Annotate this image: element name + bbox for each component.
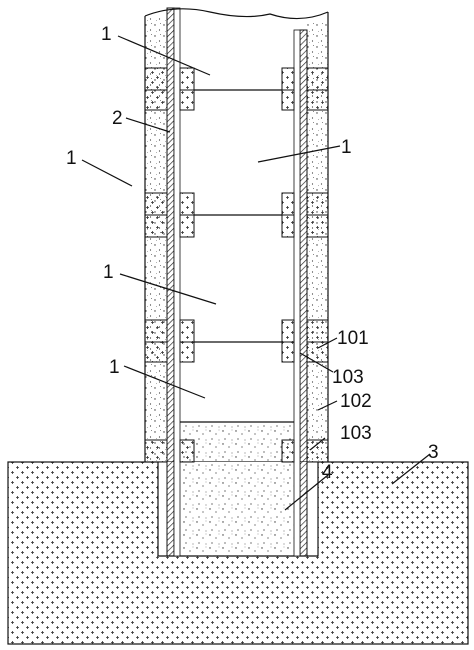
label-101: 101 bbox=[337, 328, 369, 349]
label-1-low: 1 bbox=[109, 357, 120, 378]
label-102: 102 bbox=[340, 391, 372, 412]
left-inner-wall bbox=[173, 7, 181, 557]
break-line bbox=[144, 8, 329, 20]
segment-lines bbox=[194, 89, 282, 343]
label-103-lower: 103 bbox=[340, 423, 372, 444]
left-joints bbox=[144, 67, 195, 463]
label-103-upper: 103 bbox=[332, 367, 364, 388]
fill-material bbox=[180, 422, 294, 556]
label-4: 4 bbox=[322, 462, 333, 483]
right-liner bbox=[299, 29, 308, 557]
label-3: 3 bbox=[428, 442, 439, 463]
right-joints bbox=[281, 67, 329, 463]
right-inner-wall bbox=[293, 29, 301, 557]
label-1-left: 1 bbox=[66, 148, 77, 169]
label-1-mid: 1 bbox=[103, 262, 114, 283]
label-1-top: 1 bbox=[101, 24, 112, 45]
label-1-right: 1 bbox=[341, 137, 352, 158]
left-liner bbox=[166, 7, 175, 557]
leader-lines bbox=[81, 35, 431, 511]
label-2: 2 bbox=[112, 108, 123, 129]
